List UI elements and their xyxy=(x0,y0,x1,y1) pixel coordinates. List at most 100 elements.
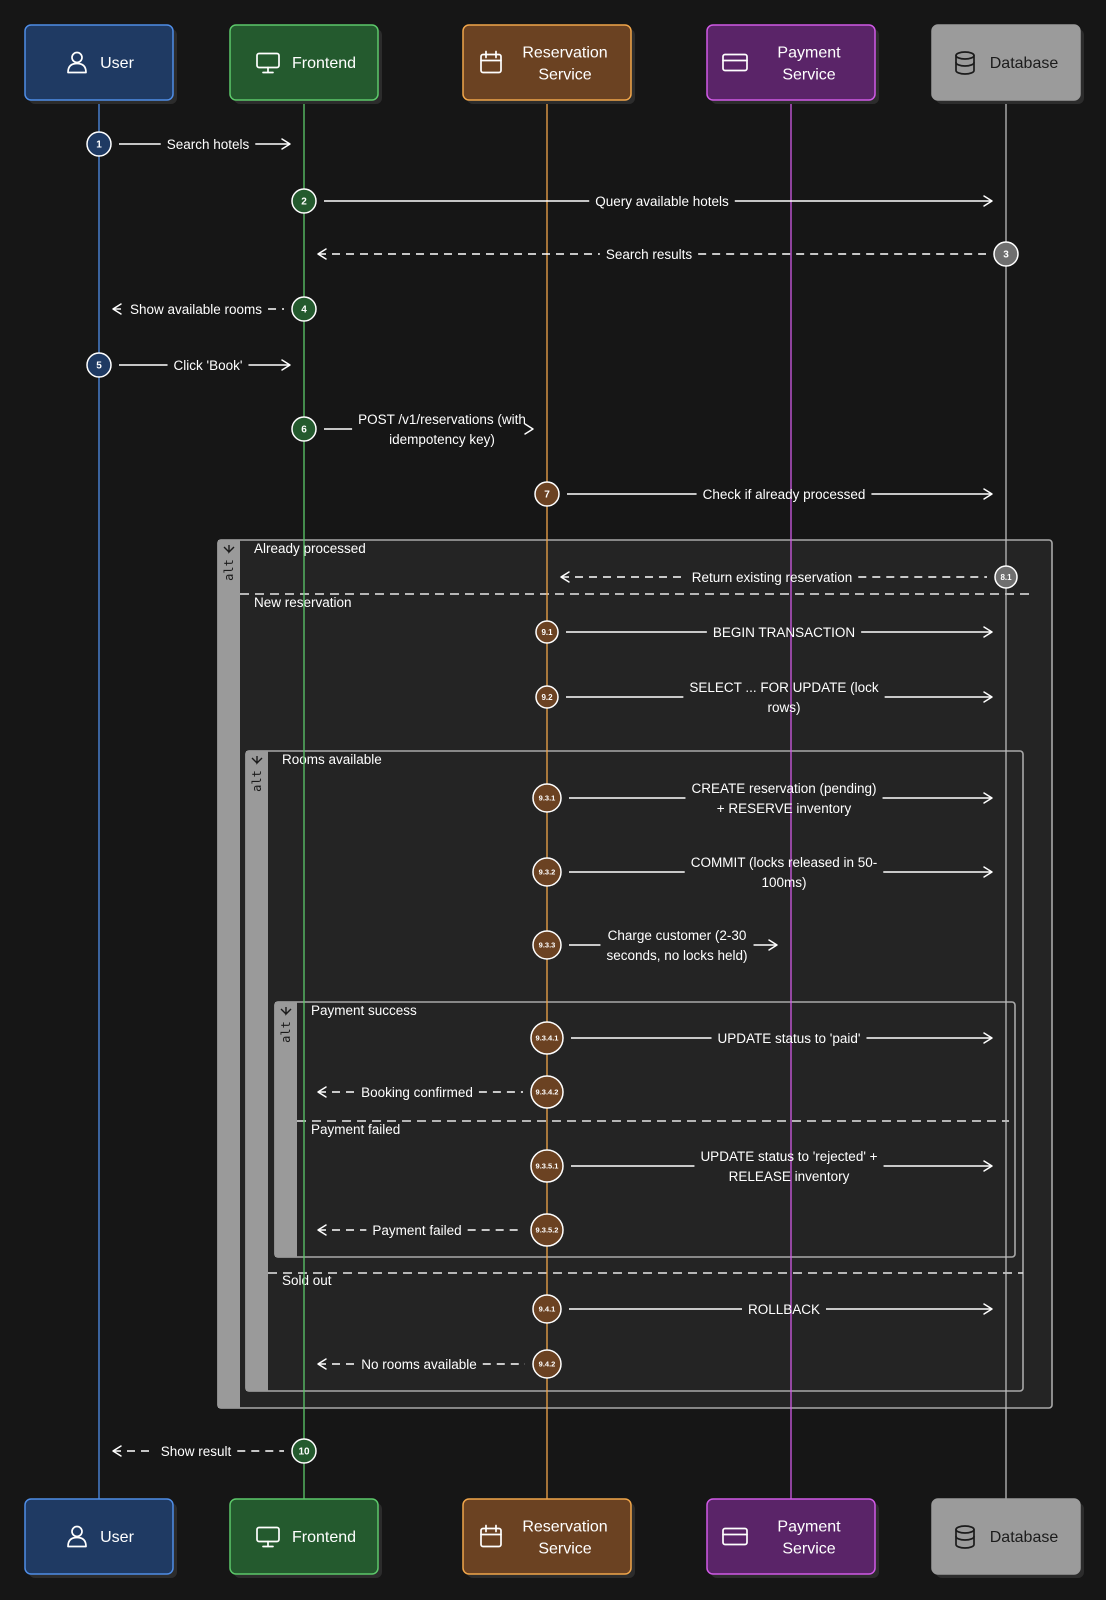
arrow-head xyxy=(983,1032,993,1044)
sequence-number-badge xyxy=(291,188,317,214)
sequence-number: 7 xyxy=(544,490,550,501)
sequence-number-badge xyxy=(994,565,1018,589)
message-label: Query available hotels xyxy=(595,194,729,209)
arrow-head xyxy=(983,195,993,207)
lifelines-layer xyxy=(98,100,1007,1499)
credit-card-icon xyxy=(722,1527,748,1546)
participant-label: Database xyxy=(990,1529,1059,1546)
arrow-head xyxy=(317,248,327,260)
sequence-number: 9.3.1 xyxy=(539,794,556,803)
participant-user-top[interactable]: User xyxy=(24,24,177,104)
participant-label: Payment xyxy=(777,1519,841,1536)
sequence-number: 9.3.5.2 xyxy=(536,1226,559,1235)
message-label: 100ms) xyxy=(761,875,806,890)
message-9-3-4-2: Booking confirmed 9.3.4.2 xyxy=(317,1075,564,1109)
participants-layer: UserUserFrontendFrontendReservationServi… xyxy=(24,24,1084,1578)
sequence-number-badge xyxy=(530,1149,564,1183)
message-label: RELEASE inventory xyxy=(729,1169,850,1184)
sequence-number-badge xyxy=(535,620,559,644)
arrow-head xyxy=(524,423,534,435)
participant-box xyxy=(931,1498,1081,1575)
message-label: SELECT ... FOR UPDATE (lock xyxy=(689,680,879,695)
fragment-section-label: Sold out xyxy=(282,1273,332,1288)
participant-box xyxy=(24,24,174,101)
message-9-3-1: CREATE reservation (pending)+ RESERVE in… xyxy=(532,781,993,816)
fragment-section-label: New reservation xyxy=(254,595,352,610)
sequence-number: 9.1 xyxy=(541,628,553,637)
message-label: Booking confirmed xyxy=(361,1085,473,1100)
participant-frontend-bottom[interactable]: Frontend xyxy=(229,1498,382,1578)
participant-box xyxy=(931,24,1081,101)
fragment-tab xyxy=(246,751,268,1391)
message-label: BEGIN TRANSACTION xyxy=(713,625,855,640)
arrow-head xyxy=(317,1358,327,1370)
message-label: seconds, no locks held) xyxy=(606,948,747,963)
sequence-number-badge xyxy=(535,685,559,709)
fragment-keyword: alt xyxy=(250,770,264,792)
participant-label: Frontend xyxy=(292,1529,356,1546)
message-label: Payment failed xyxy=(372,1223,461,1238)
participant-label: Service xyxy=(538,1541,591,1558)
sequence-number: 8.1 xyxy=(1000,573,1012,582)
calendar-icon xyxy=(480,50,502,74)
arrow-head xyxy=(112,1445,122,1457)
message-label: CREATE reservation (pending) xyxy=(691,781,876,796)
message-label: UPDATE status to 'rejected' + xyxy=(700,1149,877,1164)
participant-box xyxy=(24,1498,174,1575)
sequence-number-badge xyxy=(534,481,560,507)
sequence-number-badge xyxy=(291,1438,317,1464)
sequence-number: 9.3.4.2 xyxy=(536,1088,559,1097)
user-icon xyxy=(67,51,87,74)
participant-label: Database xyxy=(990,55,1059,72)
sequence-number: 9.2 xyxy=(541,693,553,702)
branch-icon xyxy=(223,545,235,554)
sequence-number: 9.3.4.1 xyxy=(536,1034,559,1043)
arrow-head xyxy=(560,571,570,583)
branch-icon xyxy=(251,756,263,765)
fragment-section-label: Payment success xyxy=(311,1003,417,1018)
sequence-number-badge xyxy=(86,131,112,157)
participant-label: Payment xyxy=(777,45,841,62)
arrow-head xyxy=(768,939,778,951)
fragment-section-label: Already processed xyxy=(254,541,366,556)
fragment-tab xyxy=(218,540,240,1408)
participant-frontend-top[interactable]: Frontend xyxy=(229,24,382,104)
database-icon xyxy=(955,51,975,75)
message-9-3-2: COMMIT (locks released in 50-100ms)9.3.2 xyxy=(532,855,993,890)
arrow-head xyxy=(317,1086,327,1098)
participant-database-bottom[interactable]: Database xyxy=(931,1498,1084,1578)
participant-user-bottom[interactable]: User xyxy=(24,1498,177,1578)
sequence-number: 9.3.5.1 xyxy=(536,1162,559,1171)
sequence-number: 3 xyxy=(1003,250,1009,261)
sequence-number-badge xyxy=(993,241,1019,267)
participant-box xyxy=(706,24,876,101)
sequence-number-badge xyxy=(532,1294,562,1324)
participant-database-top[interactable]: Database xyxy=(931,24,1084,104)
fragment-tab xyxy=(275,1002,297,1257)
message-9-1: BEGIN TRANSACTION 9.1 xyxy=(535,620,993,644)
message-label: UPDATE status to 'paid' xyxy=(718,1031,861,1046)
arrow-head xyxy=(983,866,993,878)
participant-label: Service xyxy=(782,67,835,84)
arrow-head xyxy=(317,1224,327,1236)
arrow-head xyxy=(983,488,993,500)
participant-label: Service xyxy=(538,67,591,84)
message-label: ROLLBACK xyxy=(748,1302,820,1317)
arrow-head xyxy=(112,303,122,315)
calendar-icon xyxy=(480,1524,502,1548)
